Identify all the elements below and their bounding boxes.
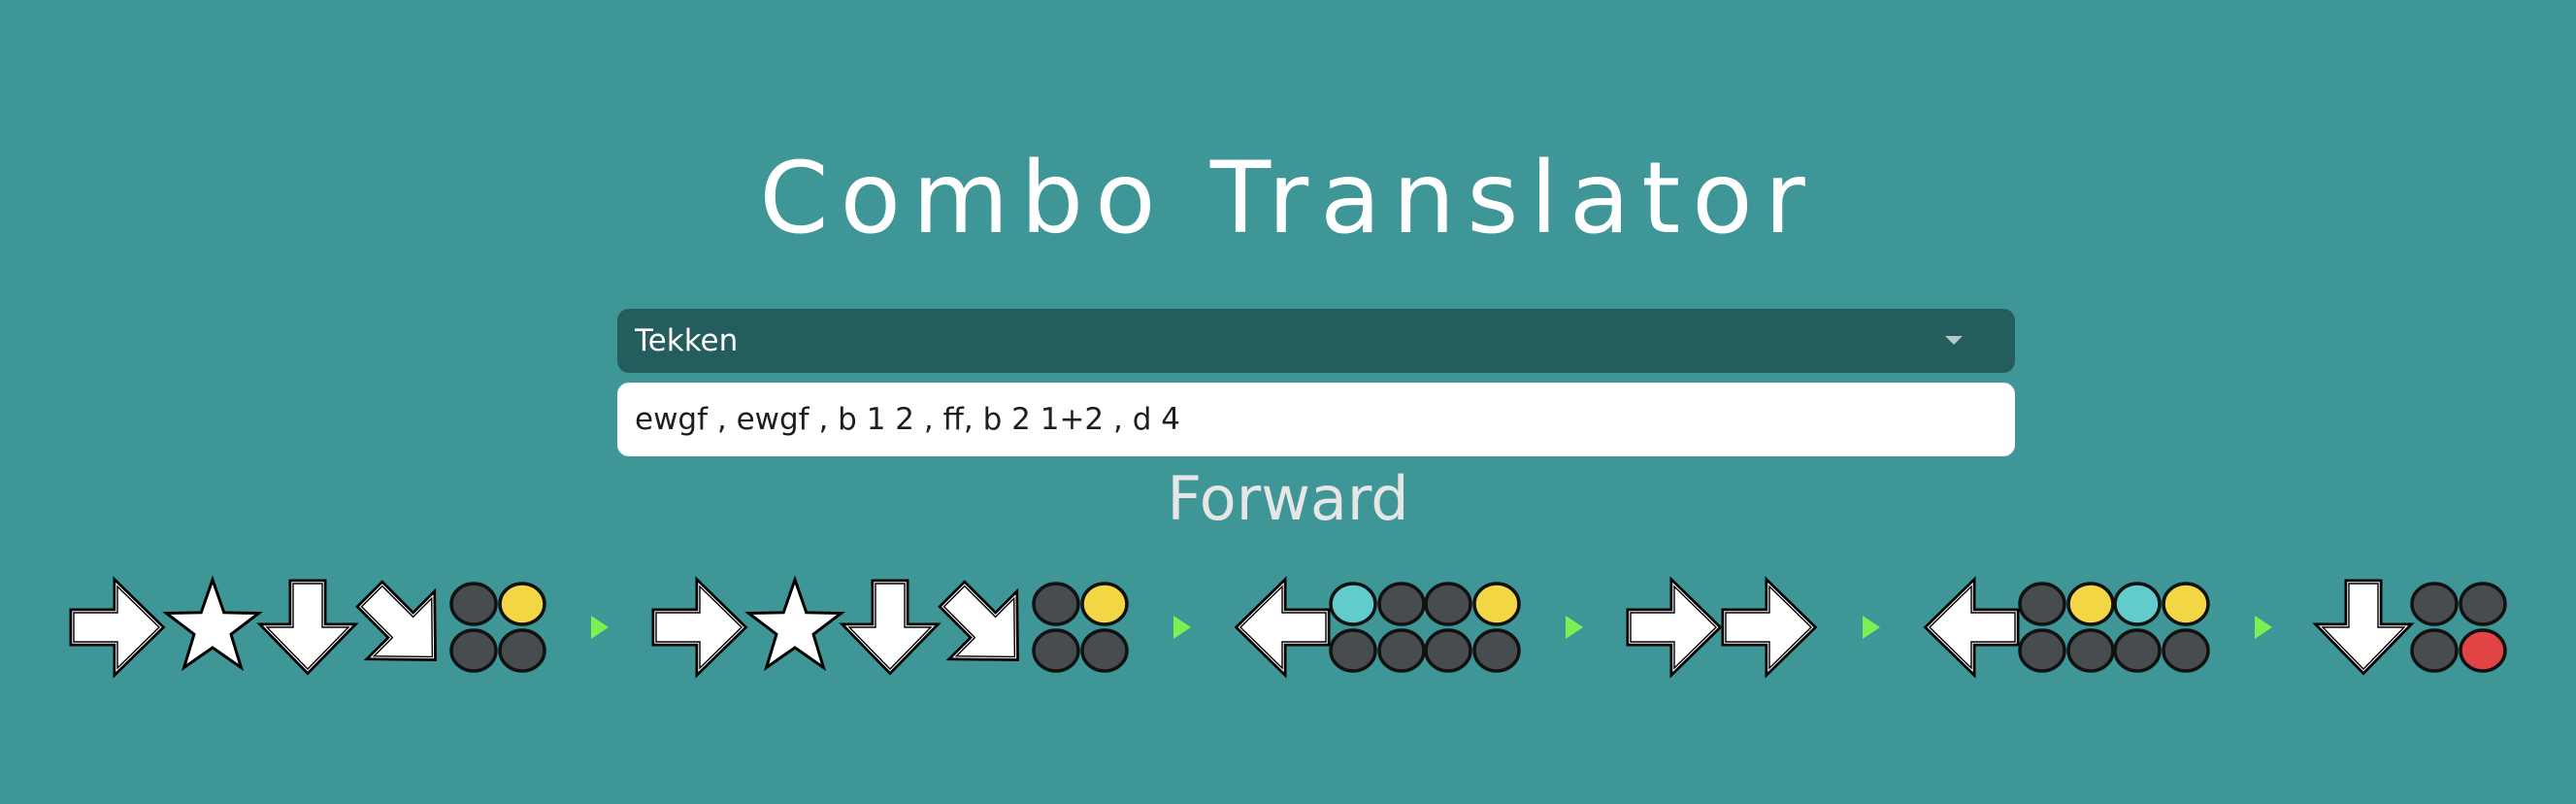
right-arrow-icon [1626,576,1723,679]
direction-label: Forward [1167,463,1409,534]
buttons-4-icon [2410,582,2507,673]
game-select[interactable]: Tekken [617,309,2015,373]
right-arrow-icon [1721,576,1818,679]
down-arrow-icon [2312,579,2415,676]
buttons-2-icon [1032,582,1129,673]
game-select-value: Tekken [635,323,739,358]
down-arrow-icon [839,579,941,676]
right-arrow-icon [651,576,748,679]
buttons-1-2-icon [2113,582,2210,673]
page-title: Combo Translator [759,141,1817,256]
neutral-star-icon [744,575,845,672]
left-arrow-icon [1234,576,1331,679]
buttons-2-icon [2018,582,2115,673]
separator-arrow-icon [1863,616,1880,639]
separator-arrow-icon [2255,616,2272,639]
separator-arrow-icon [1173,616,1191,639]
buttons-2-icon [1424,582,1521,673]
buttons-1-icon [1329,582,1426,673]
down-right-arrow-icon [938,580,1019,661]
separator-arrow-icon [591,616,609,639]
left-arrow-icon [1923,576,2020,679]
combo-display [0,573,2576,680]
combo-display-svg [69,575,2507,679]
combo-notation-input[interactable] [617,383,2015,456]
right-arrow-icon [69,576,166,679]
neutral-star-icon [162,575,263,672]
separator-arrow-icon [1566,616,1583,639]
down-arrow-icon [256,579,359,676]
down-right-arrow-icon [355,580,437,661]
chevron-down-icon [1945,336,1963,345]
buttons-2-icon [449,582,546,673]
